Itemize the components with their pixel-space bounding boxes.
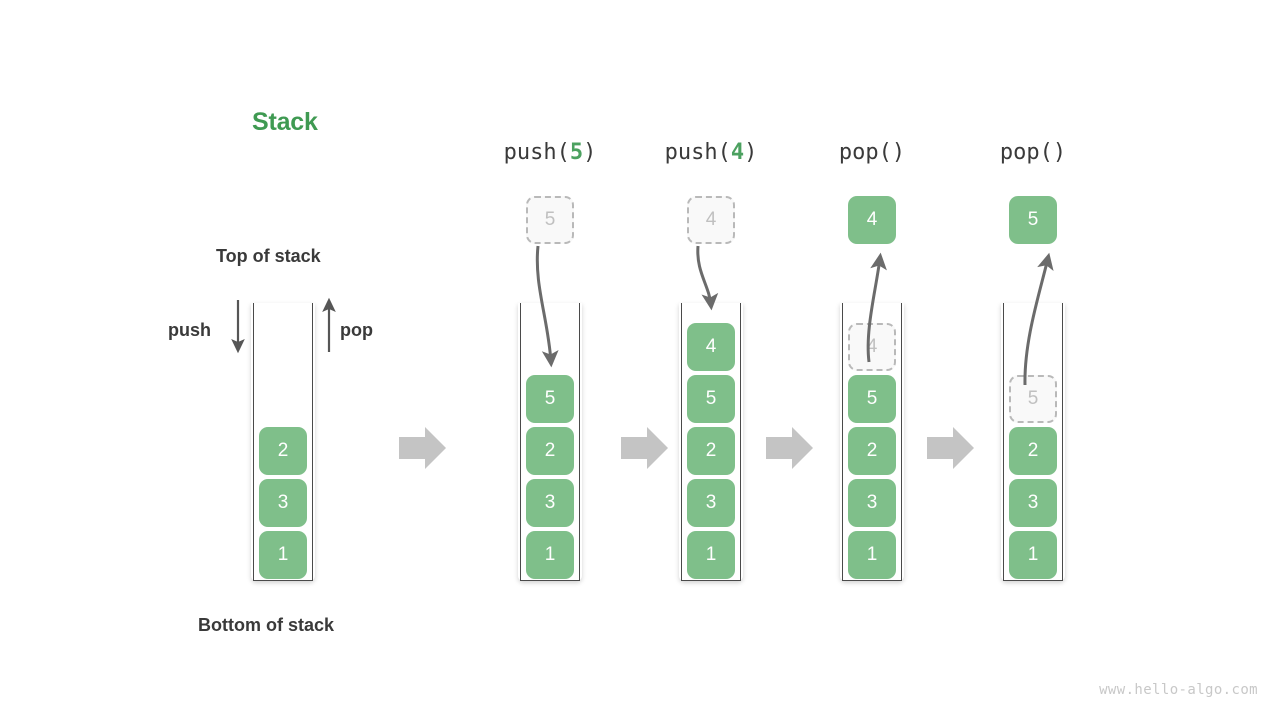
stack-cell: 3: [259, 479, 307, 527]
stack-wall-left: [253, 303, 254, 581]
watermark: www.hello-algo.com: [1099, 682, 1258, 698]
operation-header-1: push(5): [460, 140, 640, 165]
stack-cell: 3: [1009, 479, 1057, 527]
stack-floor: [681, 580, 741, 581]
stack-wall-right: [579, 303, 580, 581]
bottom-of-stack-label: Bottom of stack: [198, 615, 335, 635]
pop-label: pop: [340, 320, 373, 340]
operation-close-paren: ): [891, 140, 906, 165]
stack-cell: 1: [848, 531, 896, 579]
floating-element: 4: [848, 196, 896, 244]
floating-element: 5: [526, 196, 574, 244]
stack-wall-right: [1062, 303, 1063, 581]
stack-cell: 1: [687, 531, 735, 579]
stack-cell: 2: [687, 427, 735, 475]
stack-cell: 1: [526, 531, 574, 579]
operation-name: pop(: [838, 140, 892, 165]
stack-cell: 5: [848, 375, 896, 423]
stack-cell: 5: [526, 375, 574, 423]
stack-wall-right: [312, 303, 313, 581]
stack-cell: 2: [1009, 427, 1057, 475]
stack-floor: [253, 580, 313, 581]
operation-close-paren: ): [744, 140, 758, 165]
top-of-stack-label: Top of stack: [216, 246, 321, 266]
floating-element: 5: [1009, 196, 1057, 244]
page-title: Stack: [252, 108, 318, 136]
operation-header-2: push(4): [621, 140, 801, 165]
operation-header-3: pop(): [782, 140, 962, 165]
stack-cell: 5: [687, 375, 735, 423]
transition-arrow-4: [927, 427, 974, 469]
stack-cell: 1: [259, 531, 307, 579]
stack-wall-left: [842, 303, 843, 581]
stack-cell-ghost: 5: [1009, 375, 1057, 423]
operation-name: push(: [503, 140, 570, 165]
stack-floor: [1003, 580, 1063, 581]
operation-header-4: pop(): [943, 140, 1123, 165]
operation-name: pop(: [999, 140, 1053, 165]
operation-argument: 4: [730, 140, 745, 165]
stack-cell: 1: [1009, 531, 1057, 579]
operation-close-paren: ): [583, 140, 597, 165]
operation-argument: 5: [569, 140, 584, 165]
operation-close-paren: ): [1052, 140, 1067, 165]
transition-arrow-1: [399, 427, 446, 469]
transition-arrow-3: [766, 427, 813, 469]
stack-cell: 2: [848, 427, 896, 475]
stack-cell-ghost: 4: [848, 323, 896, 371]
stack-floor: [842, 580, 902, 581]
stack-cell: 3: [687, 479, 735, 527]
stack-wall-left: [520, 303, 521, 581]
stack-wall-left: [681, 303, 682, 581]
stack-cell: 2: [526, 427, 574, 475]
push-4-motion-arrow: [696, 245, 719, 311]
stack-wall-left: [1003, 303, 1004, 581]
operation-name: push(: [664, 140, 731, 165]
stack-floor: [520, 580, 580, 581]
stack-cell: 3: [526, 479, 574, 527]
stack-cell: 4: [687, 323, 735, 371]
push-label: push: [168, 320, 211, 340]
stack-cell: 2: [259, 427, 307, 475]
stack-wall-right: [901, 303, 902, 581]
floating-element: 4: [687, 196, 735, 244]
stack-wall-right: [740, 303, 741, 581]
stack-cell: 3: [848, 479, 896, 527]
transition-arrow-2: [621, 427, 668, 469]
